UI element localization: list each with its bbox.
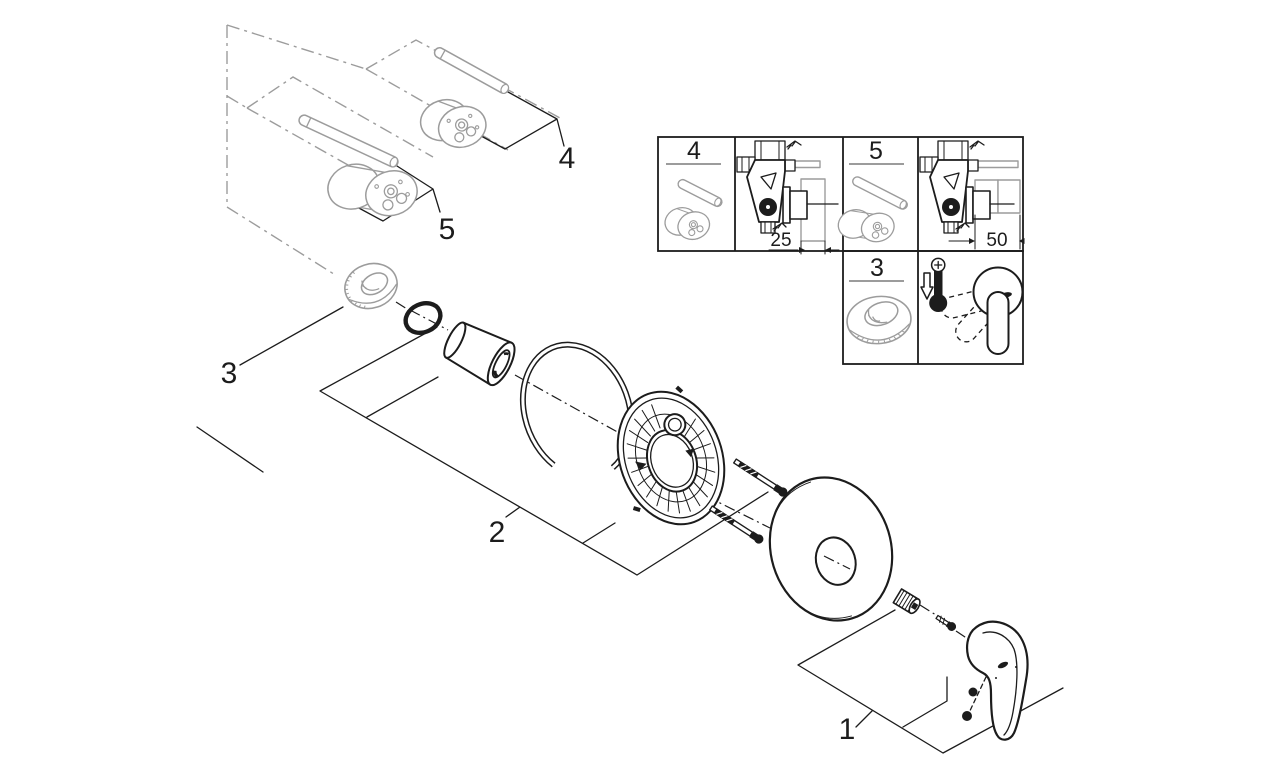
mounting-plate bbox=[616, 385, 726, 526]
handle-plug bbox=[962, 711, 972, 721]
callout-brackets bbox=[196, 91, 1064, 754]
dimension-50: 50 bbox=[986, 230, 1007, 251]
thermometer-icon bbox=[929, 257, 948, 312]
lever-handle bbox=[962, 620, 1029, 741]
inset-label-5: 5 bbox=[869, 137, 883, 165]
inset-panel: 4 bbox=[657, 136, 1025, 365]
set-screw bbox=[968, 687, 978, 697]
spacer-5 bbox=[327, 163, 418, 217]
part-3-cap bbox=[344, 262, 398, 310]
dimension-25: 25 bbox=[770, 230, 791, 251]
escutcheon bbox=[768, 476, 894, 622]
inset-box-4: 4 bbox=[664, 137, 723, 241]
inset-detail-4: 25 bbox=[736, 140, 840, 255]
fixing-screw bbox=[733, 458, 788, 497]
callout-4: 4 bbox=[559, 142, 576, 175]
fixing-screw bbox=[709, 505, 764, 544]
inset-box-3: 3 bbox=[846, 254, 912, 345]
part-4-extension bbox=[419, 47, 510, 149]
inset-box-5: 5 bbox=[837, 137, 908, 243]
leader-3 bbox=[239, 306, 344, 366]
set-screw-axis bbox=[966, 676, 987, 718]
cap-pictogram bbox=[846, 295, 912, 345]
callout-2: 2 bbox=[489, 516, 506, 549]
bracket-2 bbox=[196, 326, 769, 576]
spacer-4 bbox=[419, 98, 487, 149]
down-arrow-icon bbox=[920, 272, 934, 300]
bracket-4 bbox=[471, 91, 565, 150]
inset-label-3: 3 bbox=[870, 254, 884, 282]
handle-swing-icon bbox=[940, 266, 1024, 355]
inset-detail-3 bbox=[920, 257, 1024, 355]
centerline-planes bbox=[226, 24, 561, 277]
o-ring bbox=[403, 301, 443, 335]
explosion-axis bbox=[823, 555, 851, 570]
callout-1: 1 bbox=[839, 713, 856, 746]
spline-adapter bbox=[892, 588, 921, 615]
part-5-extension bbox=[298, 114, 418, 217]
inset-detail-5: 50 bbox=[919, 140, 1025, 251]
inset-label-4: 4 bbox=[687, 137, 701, 165]
handle-screw bbox=[935, 614, 957, 631]
callout-3: 3 bbox=[221, 357, 238, 390]
sleeve bbox=[443, 321, 516, 387]
callout-5: 5 bbox=[439, 213, 456, 246]
